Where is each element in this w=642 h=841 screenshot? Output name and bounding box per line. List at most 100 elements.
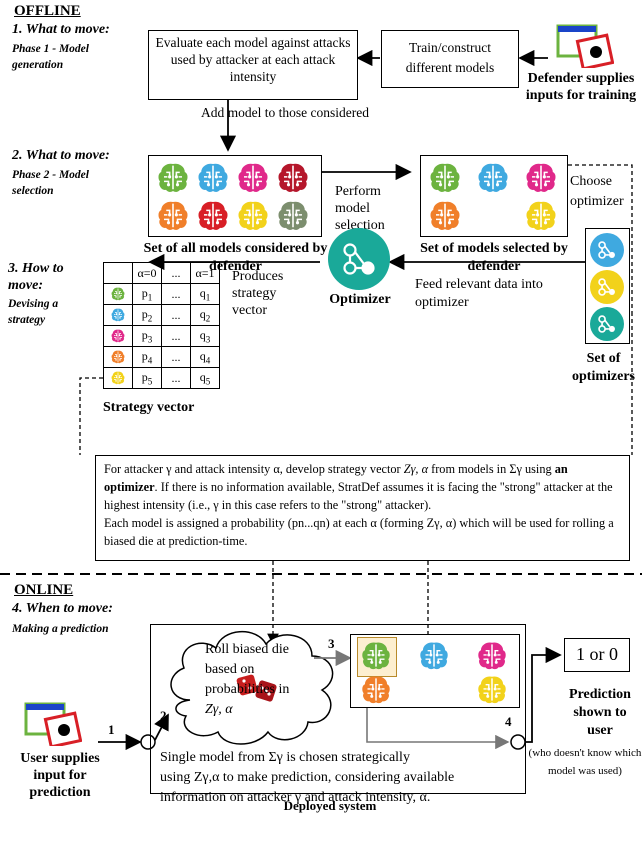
user-computer-icon — [24, 700, 83, 749]
perform-selection-label: Perform model selection — [335, 184, 385, 233]
table-cell: q4 — [190, 346, 220, 368]
step-3: 3 — [328, 636, 335, 651]
model-magenta-icon — [235, 160, 271, 196]
table-cell: p4 — [132, 346, 162, 368]
table-row: p2...q2 — [103, 304, 220, 326]
online-orange-icon — [359, 673, 393, 707]
section4-title: 4. When to move: — [12, 601, 113, 616]
junction-node-left — [140, 734, 156, 750]
train-models-box: Train/construct different models — [381, 30, 519, 88]
evaluate-models-box: Evaluate each model against attacks used… — [148, 30, 358, 100]
row-model-icon — [110, 307, 126, 323]
model-red-icon — [195, 198, 231, 234]
table-row-icon-cell — [103, 325, 133, 347]
user-supplies-label: User supplies input for prediction — [20, 751, 100, 800]
deployed-system-label: Deployed system — [283, 798, 377, 813]
section3-title: 3. How to move: — [8, 261, 64, 293]
optimizers-stack — [585, 228, 630, 344]
dashed-selected-to-optimizers — [568, 164, 633, 312]
prediction-shown-label: Prediction shown to user — [569, 687, 631, 738]
offline-title: OFFLINE — [14, 3, 81, 19]
single-model-line2: using Zγ,α to make prediction, consideri… — [160, 770, 455, 785]
online-magenta-icon — [475, 639, 509, 673]
online-yellow-icon — [475, 673, 509, 707]
prediction-note: (who doesn't know which model was used) — [528, 747, 642, 777]
add-model-label: Add model to those considered — [201, 105, 369, 120]
table-cell: q1 — [190, 283, 220, 305]
row-model-icon — [110, 286, 126, 302]
section2-title: 2. What to move: — [12, 148, 110, 163]
table-header-cell: α=1 — [190, 262, 220, 284]
table-cell: p5 — [132, 367, 162, 389]
single-model-line3: information on attacker γ and attack int… — [160, 790, 431, 805]
table-corner — [103, 262, 133, 284]
online-blue-icon — [417, 639, 451, 673]
choose-optimizer-label: Choose optimizer — [570, 174, 624, 209]
table-cell: q5 — [190, 367, 220, 389]
section1-subtitle: Phase 1 - Model generation — [12, 43, 89, 71]
section4-subtitle: Making a prediction — [12, 623, 109, 635]
deployed-system-frame — [150, 624, 526, 794]
table-cell: ... — [161, 346, 191, 368]
table-row: p5...q5 — [103, 367, 220, 389]
note-bold: an optimizer — [104, 462, 568, 494]
step-1: 1 — [108, 722, 115, 737]
table-row-icon-cell — [103, 304, 133, 326]
feed-data-label: Feed relevant data into optimizer — [415, 277, 543, 310]
note-line1-a: For attacker γ and attack intensity α, d… — [104, 462, 404, 476]
selected-models-box — [420, 155, 568, 237]
section1-title: 1. What to move: — [12, 22, 110, 37]
table-cell: p2 — [132, 304, 162, 326]
cloud-z-symbol: Zγ, α — [205, 702, 233, 717]
model-yellow-icon — [235, 198, 271, 234]
defender-computer-icon — [556, 22, 615, 71]
selected-green-icon — [427, 160, 463, 196]
optimizer-option-icon — [590, 270, 624, 304]
dice-icon — [236, 674, 277, 702]
row-model-icon — [110, 349, 126, 365]
optimizer-option-icon — [590, 307, 624, 341]
table-row: p1...q1 — [103, 283, 220, 305]
optimizer-label: Optimizer — [329, 292, 391, 307]
table-header-cell: ... — [161, 262, 191, 284]
selected-yellow-icon — [523, 198, 559, 234]
selected-models-label: Set of models selected by defender — [420, 241, 568, 274]
step-2: 2 — [160, 708, 167, 723]
model-blue-icon — [195, 160, 231, 196]
strategy-description-note: For attacker γ and attack intensity α, d… — [95, 455, 630, 561]
step-4: 4 — [505, 714, 512, 729]
table-cell: ... — [161, 283, 191, 305]
all-models-label: Set of all models considered by defender — [143, 241, 328, 274]
note-z-symbol: Zγ, α — [403, 462, 429, 476]
arrow-node-to-output — [525, 646, 562, 743]
table-row: p4...q4 — [103, 346, 220, 368]
table-cell: q3 — [190, 325, 220, 347]
model-gray-icon — [275, 198, 311, 234]
note-line1-c: from models in Σγ using — [428, 462, 555, 476]
table-cell: ... — [161, 367, 191, 389]
produces-vector-label: Produces strategy vector — [232, 269, 284, 318]
arrow-node-to-cloud — [154, 713, 169, 741]
cloud-text: Roll biased die based on probabilities i… — [205, 640, 305, 720]
model-darkred-icon — [275, 160, 311, 196]
note-line2: . If there is no information available, … — [104, 480, 613, 512]
defender-label: Defender supplies inputs for training — [525, 71, 637, 103]
optimizer-option-icon — [590, 233, 624, 267]
note-line3: Each model is assigned a probability (pn… — [104, 516, 614, 548]
all-models-box — [148, 155, 322, 237]
row-model-icon — [110, 328, 126, 344]
strategy-vector-title: Strategy vector — [103, 400, 195, 415]
table-header-cell: α=0 — [132, 262, 162, 284]
table-cell: p3 — [132, 325, 162, 347]
single-model-text: Single model from Σγ is chosen strategic… — [160, 748, 520, 808]
table-cell: q2 — [190, 304, 220, 326]
dashed-strategy-to-note — [79, 377, 103, 455]
online-model-group — [350, 634, 520, 708]
selected-orange-icon — [427, 198, 463, 234]
section3-subtitle: Devising a strategy — [8, 298, 59, 326]
selected-blue-icon — [475, 160, 511, 196]
online-green-icon — [359, 639, 393, 673]
model-green-icon — [155, 160, 191, 196]
cloud-roll-text: Roll biased die based on probabilities i… — [205, 642, 290, 697]
